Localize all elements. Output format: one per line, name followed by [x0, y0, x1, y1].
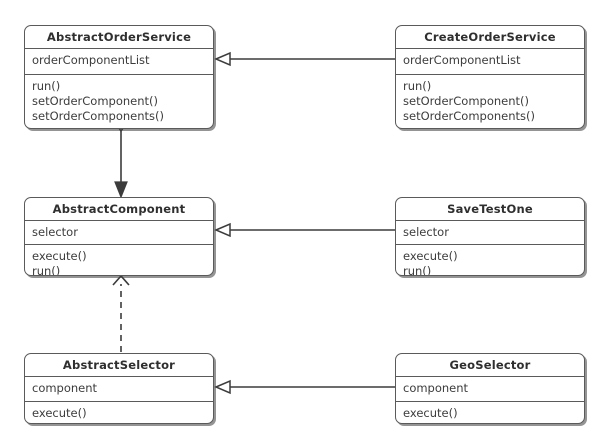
operation-row: execute() [403, 249, 458, 263]
attribute-row: orderComponentList [32, 53, 150, 67]
class-attributes: orderComponentList [396, 49, 584, 75]
attribute-row: component [32, 381, 98, 395]
class-name: SaveTestOne [396, 198, 584, 221]
class-box-abstract-selector[interactable]: AbstractSelector component execute() [24, 353, 214, 424]
class-box-abstract-order-service[interactable]: AbstractOrderService orderComponentList … [24, 25, 214, 129]
class-operations: execute() run() [396, 245, 584, 276]
class-attributes: component [396, 377, 584, 402]
attribute-row: selector [403, 225, 449, 239]
attribute-row: orderComponentList [403, 53, 521, 67]
class-operations: run() setOrderComponent() setOrderCompon… [396, 75, 584, 128]
operation-row: execute() [32, 406, 87, 420]
operation-row: setOrderComponents() [403, 109, 535, 123]
class-attributes: selector [25, 221, 213, 245]
class-box-abstract-component[interactable]: AbstractComponent selector execute() run… [24, 197, 214, 276]
class-operations: execute() run() [25, 245, 213, 276]
operation-row: run() [32, 79, 61, 93]
class-name: AbstractOrderService [25, 26, 213, 49]
class-attributes: component [25, 377, 213, 402]
class-attributes: orderComponentList [25, 49, 213, 75]
attribute-row: component [403, 381, 469, 395]
operation-row: setOrderComponent() [403, 94, 529, 108]
operation-row: execute() [403, 406, 458, 420]
class-name: GeoSelector [396, 354, 584, 377]
class-operations: run() setOrderComponent() setOrderCompon… [25, 75, 213, 128]
class-attributes: selector [396, 221, 584, 245]
relationship-gen-create-order-service [214, 51, 395, 67]
class-name: AbstractComponent [25, 198, 213, 221]
relationship-gen-save-test-one [214, 222, 395, 238]
class-box-create-order-service[interactable]: CreateOrderService orderComponentList ru… [395, 25, 585, 129]
class-operations: execute() [25, 402, 213, 423]
relationship-real-selector-component [112, 274, 130, 352]
operation-row: run() [403, 264, 432, 276]
operation-row: run() [32, 264, 61, 276]
relationship-gen-geo-selector [214, 379, 395, 395]
class-name: CreateOrderService [396, 26, 584, 49]
operation-row: setOrderComponents() [32, 109, 164, 123]
operation-row: run() [403, 79, 432, 93]
relationship-agg-order-service-component [114, 116, 128, 199]
operation-row: execute() [32, 249, 87, 263]
operation-row: setOrderComponent() [32, 94, 158, 108]
class-name: AbstractSelector [25, 354, 213, 377]
class-box-geo-selector[interactable]: GeoSelector component execute() [395, 353, 585, 424]
class-operations: execute() [396, 402, 584, 423]
class-box-save-test-one[interactable]: SaveTestOne selector execute() run() [395, 197, 585, 276]
attribute-row: selector [32, 225, 78, 239]
